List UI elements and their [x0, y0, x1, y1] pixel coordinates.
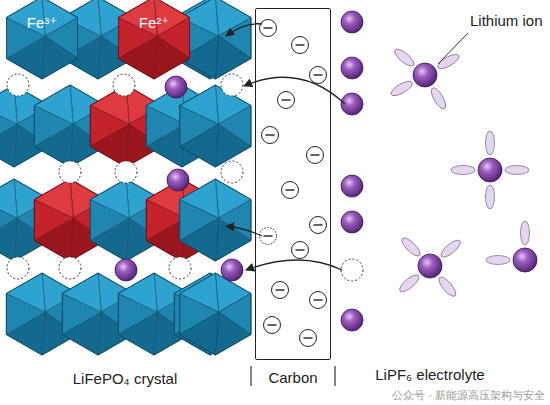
watermark: 公众号 · 新能源高压架构与安全: [392, 388, 545, 403]
ion-label: Fe²⁺: [118, 0, 190, 32]
octahedron: Fe³⁺: [6, 0, 78, 80]
octahedron: Fe²⁺: [118, 0, 190, 80]
ion-label: Fe³⁺: [6, 0, 78, 32]
carbon-layer: Carbon: [255, 8, 331, 360]
octahedron-shape: [118, 0, 190, 80]
callout-label: Lithium ion: [470, 12, 543, 29]
layer-label: Carbon: [256, 369, 330, 386]
region-label: LiFePO₄ crystal: [73, 370, 177, 387]
octahedron-shape: [6, 0, 78, 80]
region-label: LiPF₆ electrolyte: [375, 366, 484, 383]
